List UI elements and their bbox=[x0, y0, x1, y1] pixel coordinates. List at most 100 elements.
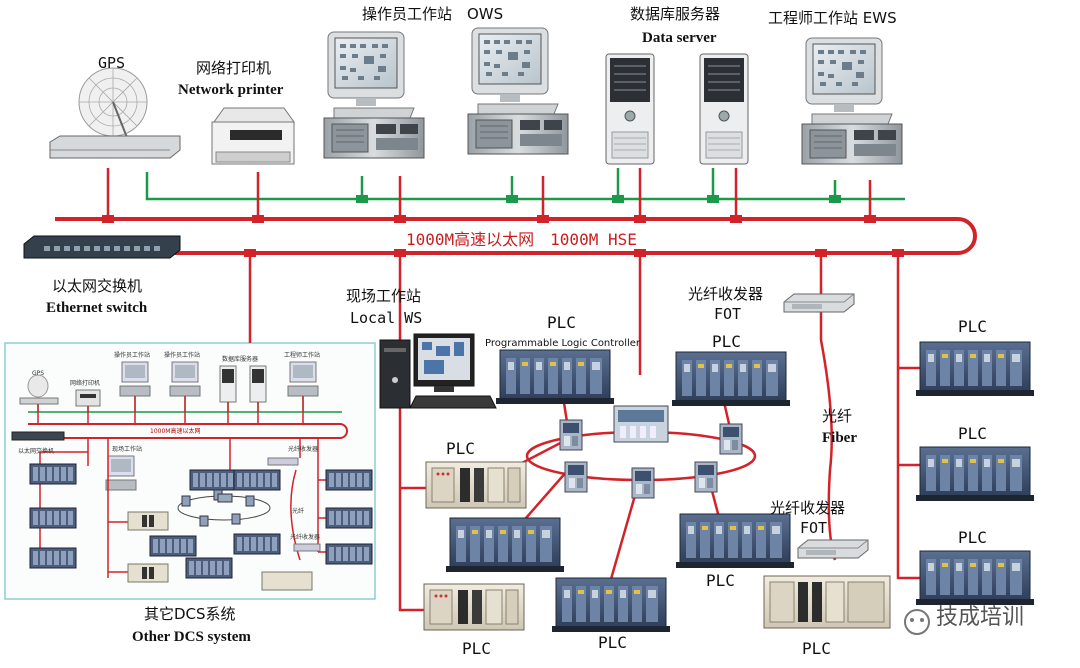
fiber-transceiver-2-icon bbox=[797, 539, 869, 559]
mini-plc-4 bbox=[233, 533, 281, 555]
red-taps-top bbox=[102, 215, 876, 223]
server-tower-icon bbox=[605, 53, 655, 165]
printer-label-cn: 网络打印机 bbox=[196, 59, 272, 77]
ring-module-5-icon bbox=[694, 461, 718, 493]
mini-ring-modules bbox=[181, 489, 255, 527]
mini-ows-icon bbox=[119, 361, 151, 397]
plc-label-3: PLC bbox=[446, 439, 475, 458]
mini-hse-label: 1000M高速以太网 bbox=[150, 428, 201, 435]
mini-plc bbox=[189, 469, 237, 491]
hse-ring bbox=[55, 217, 977, 255]
fiber-label-cn: 光纤 bbox=[822, 407, 853, 425]
watermark-text: 技成培训 bbox=[936, 605, 1025, 630]
printer-icon bbox=[211, 107, 295, 165]
switch-label-en: Ethernet switch bbox=[46, 300, 148, 316]
mini-fot-label-2: 光纤收发器 bbox=[290, 534, 321, 541]
mini-switch-icon bbox=[11, 431, 65, 441]
plc-rack-6-icon bbox=[915, 341, 1035, 397]
mini-beige-plc bbox=[127, 511, 169, 531]
plc-full-name: Programmable Logic Controller bbox=[485, 338, 641, 349]
local-ws-label-cn: 现场工作站 bbox=[346, 287, 422, 305]
local-workstation-icon bbox=[379, 333, 497, 409]
plc-rack-5-icon bbox=[551, 577, 671, 633]
mini-ews-label: 工程师工作站 bbox=[284, 352, 321, 359]
ethernet-switch-icon bbox=[23, 235, 181, 259]
ows-label: 操作员工作站 OWS bbox=[362, 5, 504, 23]
mini-plc-3 bbox=[149, 535, 197, 557]
ews-label: 工程师工作站 EWS bbox=[768, 9, 897, 27]
plc-label-6: PLC bbox=[462, 639, 491, 658]
server-tower-2-icon bbox=[699, 53, 749, 165]
mini-plc-6 bbox=[325, 469, 373, 491]
beige-plc-large-icon bbox=[763, 575, 891, 629]
mini-fot-label: 光纤收发器 bbox=[288, 446, 319, 453]
mini-plc-2 bbox=[233, 469, 281, 491]
fiber-label-en: Fiber bbox=[822, 430, 857, 446]
other-dcs-label-en: Other DCS system bbox=[132, 629, 251, 645]
ring-module-3-icon bbox=[564, 461, 588, 493]
switch-label-cn: 以太网交换机 bbox=[52, 277, 143, 295]
printer-label-en: Network printer bbox=[178, 82, 284, 98]
plc-label-2: PLC bbox=[712, 332, 741, 351]
mini-local-ws-icon bbox=[105, 455, 137, 491]
beige-plc-2-icon bbox=[423, 583, 525, 631]
plc-rack-4-icon bbox=[675, 513, 795, 569]
local-ws-label-en: Local WS bbox=[350, 309, 423, 327]
fot-label-cn: 光纤收发器 bbox=[688, 285, 764, 303]
db-server-label-en: Data server bbox=[642, 30, 717, 46]
ring-controller-icon bbox=[613, 405, 669, 443]
plc-label-5: PLC bbox=[598, 633, 627, 652]
fot-label-2-en: FOT bbox=[800, 519, 828, 537]
mini-local-label: 现场工作站 bbox=[112, 446, 143, 453]
plc-label-top: PLC bbox=[547, 313, 576, 332]
other-dcs-panel bbox=[4, 342, 376, 600]
mini-plc-7 bbox=[325, 507, 373, 529]
mini-ews-icon bbox=[287, 361, 319, 397]
ring-module-4-icon bbox=[631, 467, 655, 499]
mini-plc-5 bbox=[185, 557, 233, 579]
db-server-label-cn: 数据库服务器 bbox=[630, 5, 721, 23]
ring-module-2-icon bbox=[719, 423, 743, 455]
mini-beige-plc-2 bbox=[127, 563, 169, 583]
gps-dish-icon bbox=[49, 67, 181, 159]
mini-printer-icon bbox=[75, 389, 101, 407]
mini-db-label: 数据库服务器 bbox=[222, 356, 259, 363]
beige-plc-icon bbox=[425, 461, 527, 509]
plc-label-8: PLC bbox=[958, 317, 987, 336]
mini-ows2-icon bbox=[169, 361, 201, 397]
operator-workstation-2-icon bbox=[467, 27, 569, 155]
mini-fiber-label: 光纤 bbox=[292, 508, 305, 515]
fot-label-en: FOT bbox=[714, 305, 742, 323]
plc-label-9: PLC bbox=[958, 424, 987, 443]
plc-rack-3-icon bbox=[445, 517, 565, 573]
gps-label: GPS bbox=[98, 54, 126, 72]
mini-beige-right bbox=[261, 571, 313, 591]
green-lan bbox=[145, 168, 905, 201]
fiber-transceiver-icon bbox=[783, 293, 855, 313]
mini-printer-label: 网络打印机 bbox=[70, 380, 101, 387]
red-device-drops bbox=[106, 168, 872, 219]
plc-rack-8-icon bbox=[915, 550, 1035, 606]
mini-server-icon bbox=[219, 365, 237, 403]
plc-rack-2-icon bbox=[671, 351, 791, 407]
engineer-workstation-icon bbox=[801, 37, 903, 165]
plc-label-7: PLC bbox=[802, 639, 831, 658]
mini-switch-label: 以太网交换机 bbox=[18, 448, 55, 455]
ring-module-icon bbox=[559, 419, 583, 451]
wechat-logo-icon bbox=[904, 609, 930, 635]
fot-label-2-cn: 光纤收发器 bbox=[770, 499, 846, 517]
plc-label-4: PLC bbox=[706, 571, 735, 590]
plc-rack-7-icon bbox=[915, 446, 1035, 502]
mini-ows2-label: 操作员工作站 bbox=[164, 352, 201, 359]
mini-fot-icon bbox=[267, 457, 321, 552]
hse-label: 1000M高速以太网 1000M HSE bbox=[406, 230, 637, 249]
other-dcs-label-cn: 其它DCS系统 bbox=[144, 605, 236, 623]
mini-gps-icon bbox=[19, 374, 59, 405]
mini-plc-column-left bbox=[29, 463, 77, 569]
mini-gps-label: GPS bbox=[32, 370, 45, 377]
mini-ows-label: 操作员工作站 bbox=[114, 352, 151, 359]
plc-label-10: PLC bbox=[958, 528, 987, 547]
operator-workstation-icon bbox=[323, 31, 425, 159]
